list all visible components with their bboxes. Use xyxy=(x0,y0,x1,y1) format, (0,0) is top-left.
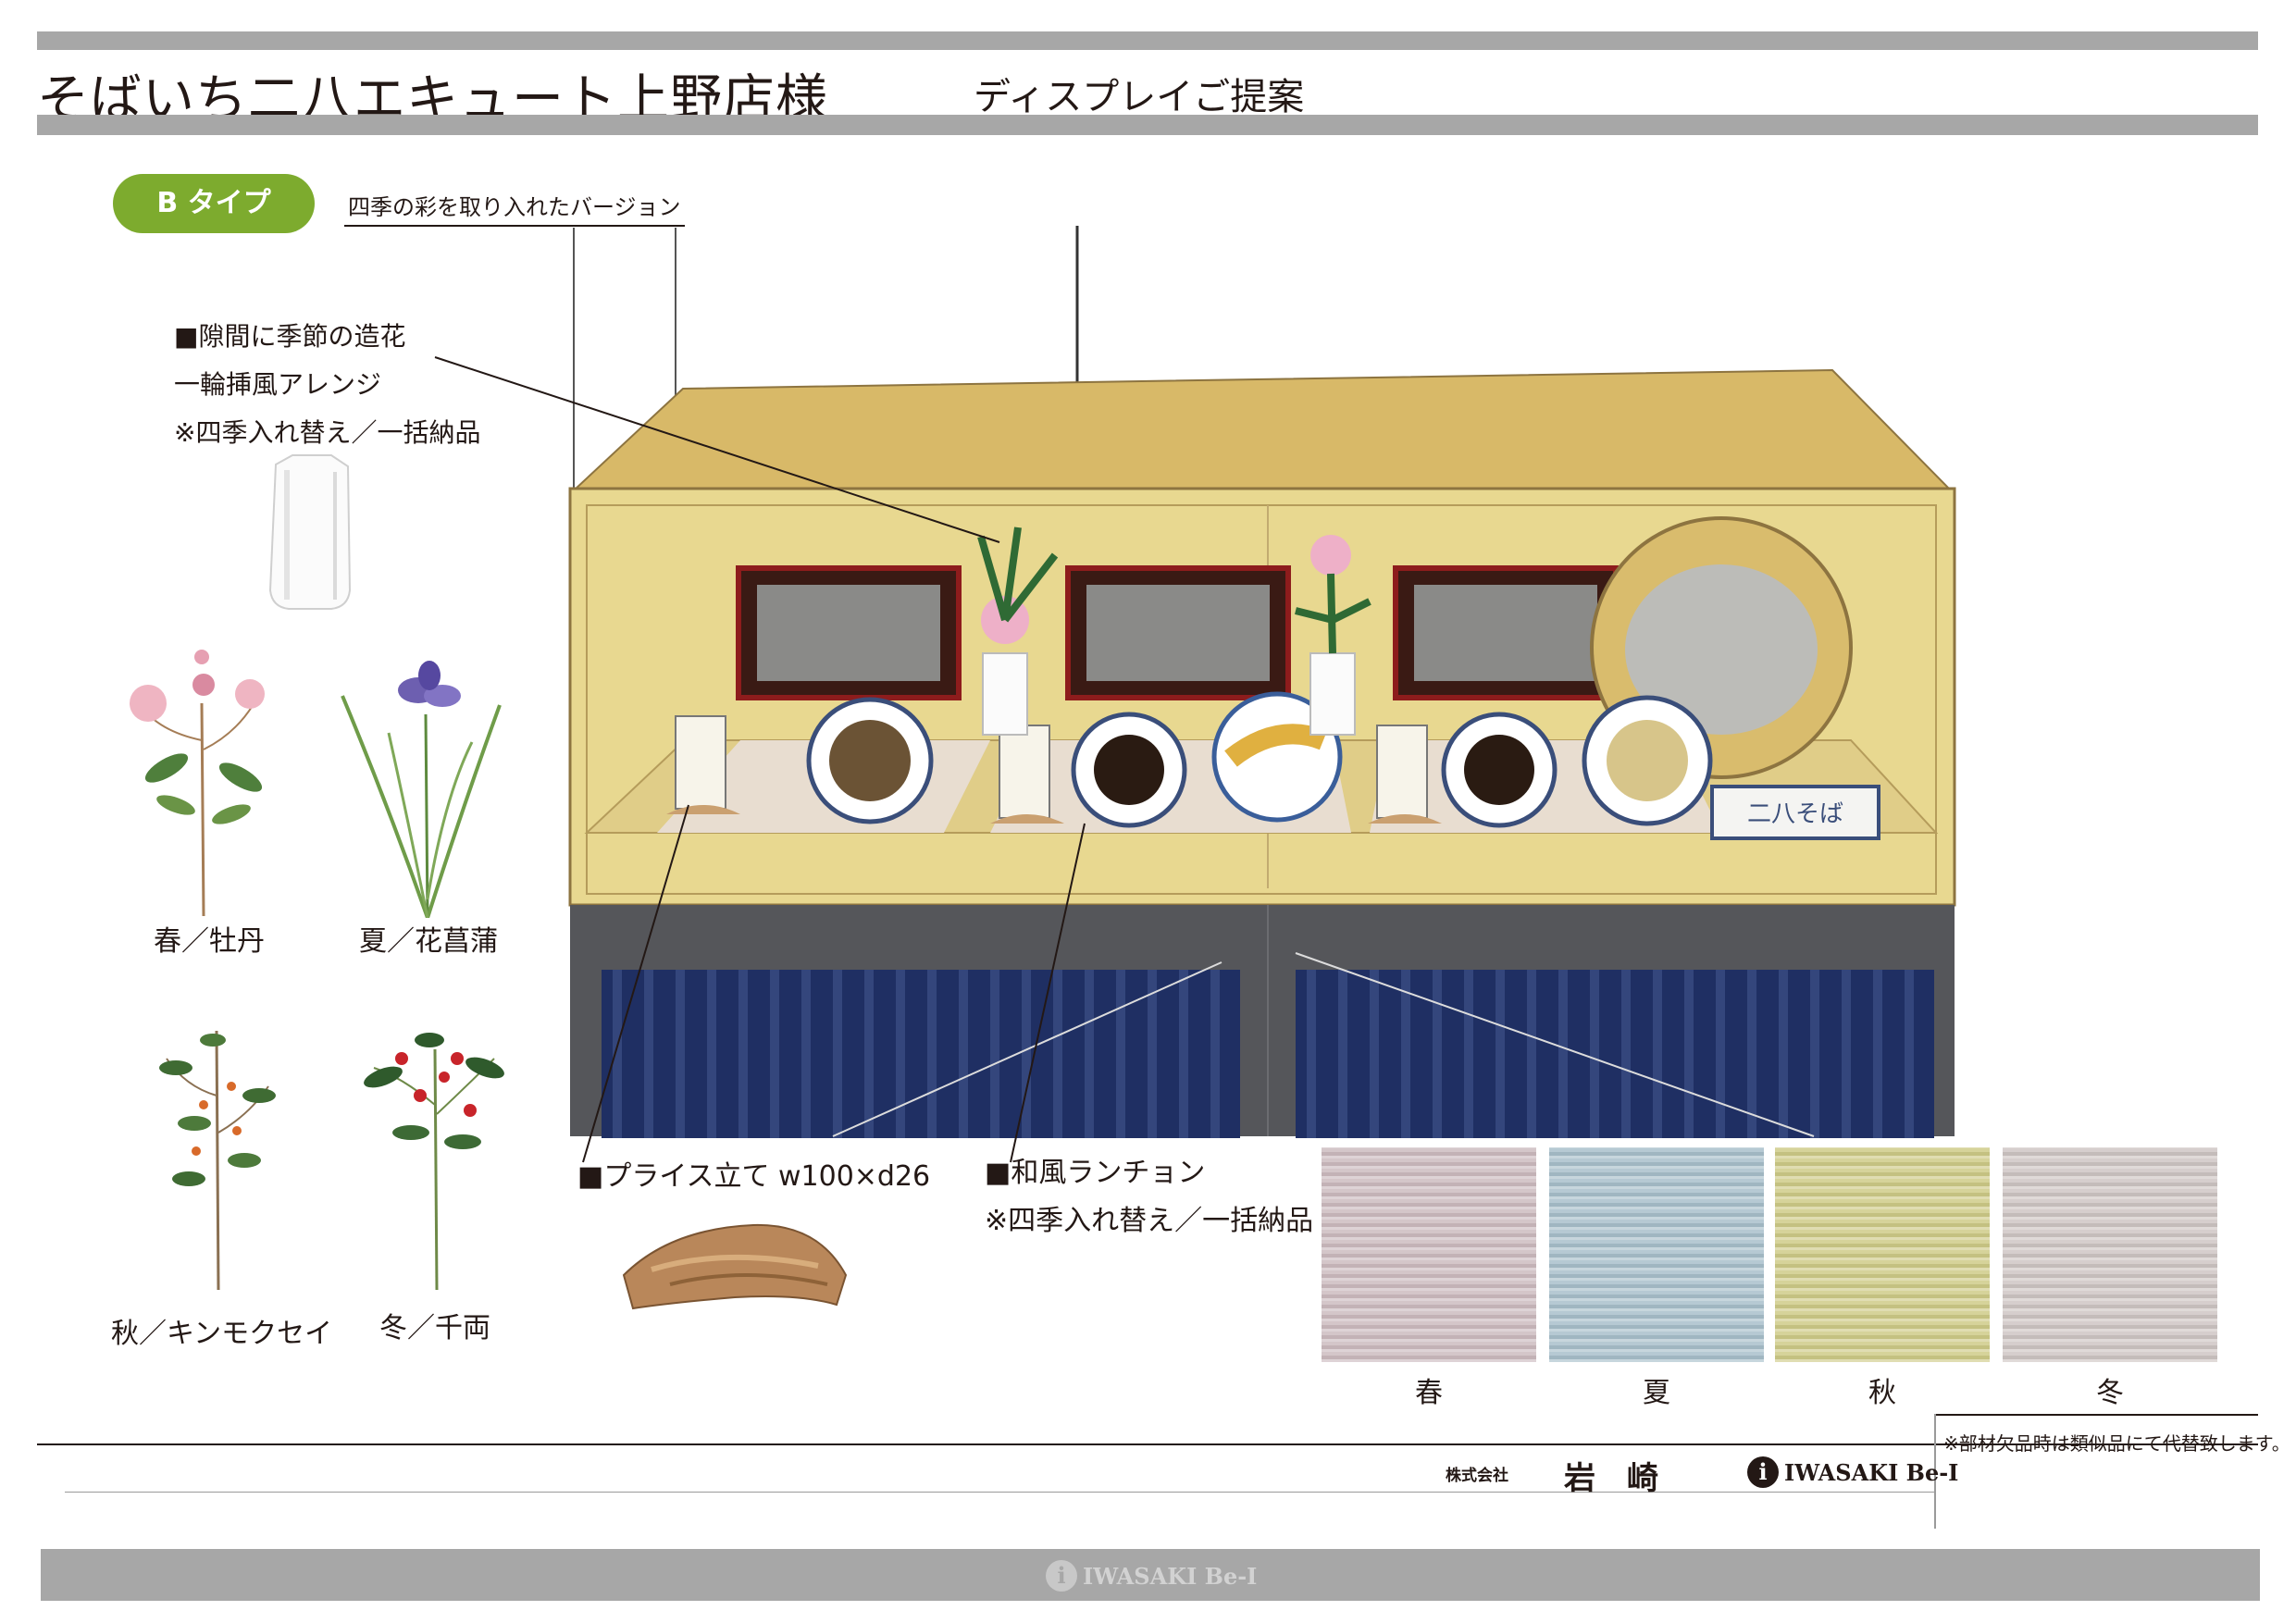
brand-logo: i IWASAKI Be-I xyxy=(1747,1456,1958,1488)
watermark-text: IWASAKI Be-I xyxy=(1083,1562,1258,1590)
footer-watermark: i IWASAKI Be-I xyxy=(1046,1560,1257,1592)
curtain-stripe xyxy=(1810,970,1819,1138)
company-name: 岩 崎 xyxy=(1564,1460,1658,1497)
footer-line-inner xyxy=(65,1492,1934,1493)
curtain-stripe xyxy=(1116,970,1125,1138)
curtain-stripe xyxy=(1464,970,1473,1138)
curtain-stripe xyxy=(1148,970,1157,1138)
curtain-stripe xyxy=(1873,970,1882,1138)
curtain-stripe xyxy=(770,970,779,1138)
footer-disclaimer-box xyxy=(1934,1414,2258,1416)
curtain-stripe xyxy=(1621,970,1631,1138)
type-description: 四季の彩を取り入れたバージョン xyxy=(344,189,685,227)
flower-label-winter: 冬／千両 xyxy=(379,1312,490,1344)
curtain-stripe xyxy=(1590,970,1599,1138)
curtain-stripe xyxy=(1401,970,1410,1138)
curtain-stripe xyxy=(1527,970,1536,1138)
swatch-label-winter: 冬 xyxy=(2096,1377,2124,1409)
swatch-label-autumn: 秋 xyxy=(1868,1377,1896,1409)
brand-info-icon: i xyxy=(1747,1456,1779,1488)
curtain-stripe xyxy=(864,970,874,1138)
footer-bar xyxy=(41,1549,2260,1601)
footer-line-top xyxy=(37,1443,2258,1445)
curtain-stripe xyxy=(1210,970,1220,1138)
curtain-stripe xyxy=(1747,970,1756,1138)
vase-illustration xyxy=(268,454,352,610)
price-stand-note: ■プライス立て w100×d26 xyxy=(577,1160,931,1193)
curtain-stripe xyxy=(1905,970,1914,1138)
curtain-stripe xyxy=(644,970,653,1138)
curtain-stripe xyxy=(1370,970,1379,1138)
brand-text: IWASAKI Be-I xyxy=(1784,1458,1959,1486)
flower-peony-illustration xyxy=(130,650,265,916)
flower-senryo-illustration xyxy=(364,1033,504,1290)
sign-text: 二八そば xyxy=(1747,800,1843,828)
curtain-stripe xyxy=(676,970,685,1138)
flower-note-2: 一輪挿風アレンジ xyxy=(174,369,382,400)
curtain-stripe xyxy=(1716,970,1725,1138)
curtain-stripe xyxy=(1496,970,1505,1138)
curtain-stripe xyxy=(1842,970,1851,1138)
curtain-stripe xyxy=(833,970,842,1138)
flower-label-autumn: 秋／キンモクセイ xyxy=(111,1318,333,1350)
curtain-stripe xyxy=(1022,970,1031,1138)
swatch-winter xyxy=(2003,1147,2217,1362)
price-stand-illustration xyxy=(622,1223,848,1310)
curtain-stripe xyxy=(927,970,937,1138)
curtain-stripe xyxy=(1653,970,1662,1138)
curtain-stripe xyxy=(1053,970,1062,1138)
curtain-stripe xyxy=(1338,970,1347,1138)
page-subtitle: ディスプレイご提案 xyxy=(974,76,1305,118)
curtain-stripe xyxy=(1307,970,1316,1138)
lunch-mat-note-2: ※四季入れ替え／一括納品 xyxy=(985,1205,1314,1237)
curtain-stripe xyxy=(1085,970,1094,1138)
flower-label-spring: 春／牡丹 xyxy=(154,925,265,958)
footer-disclaimer: ※部材欠品時は類似品にて代替致します。 xyxy=(1943,1432,2290,1455)
flower-iris-illustration xyxy=(341,661,502,918)
curtain-stripe xyxy=(613,970,622,1138)
swatch-spring xyxy=(1322,1147,1536,1362)
display-case-illustration: 二八そば xyxy=(568,226,1956,1138)
flower-note-1: ■隙間に季節の造花 xyxy=(174,321,406,352)
swatch-label-spring: 春 xyxy=(1415,1377,1443,1409)
header-bottom-bar xyxy=(37,115,2258,135)
curtain-stripe xyxy=(1558,970,1568,1138)
curtain-stripe xyxy=(801,970,811,1138)
watermark-info-icon: i xyxy=(1046,1560,1077,1592)
flower-note-3: ※四季入れ替え／一括納品 xyxy=(174,417,481,448)
company-prefix: 株式会社 xyxy=(1446,1467,1508,1485)
swatch-label-summer: 夏 xyxy=(1643,1377,1670,1409)
type-badge: B タイプ xyxy=(113,174,315,233)
swatch-autumn xyxy=(1775,1147,1990,1362)
curtain-stripe xyxy=(1433,970,1442,1138)
curtain-stripe xyxy=(738,970,748,1138)
curtain-stripe xyxy=(959,970,968,1138)
swatch-summer xyxy=(1549,1147,1764,1362)
curtain-stripe xyxy=(1179,970,1188,1138)
curtain-stripe xyxy=(1684,970,1694,1138)
flower-label-summer: 夏／花菖蒲 xyxy=(359,925,498,958)
curtain-stripe xyxy=(990,970,999,1138)
footer-divider xyxy=(1934,1414,1936,1529)
curtain-stripe xyxy=(707,970,716,1138)
curtain-stripe xyxy=(896,970,905,1138)
header-top-bar xyxy=(37,31,2258,50)
lunch-mat-note-1: ■和風ランチョン xyxy=(985,1157,1206,1189)
flower-osmanthus-illustration xyxy=(159,1030,276,1290)
curtain-stripe xyxy=(1779,970,1788,1138)
